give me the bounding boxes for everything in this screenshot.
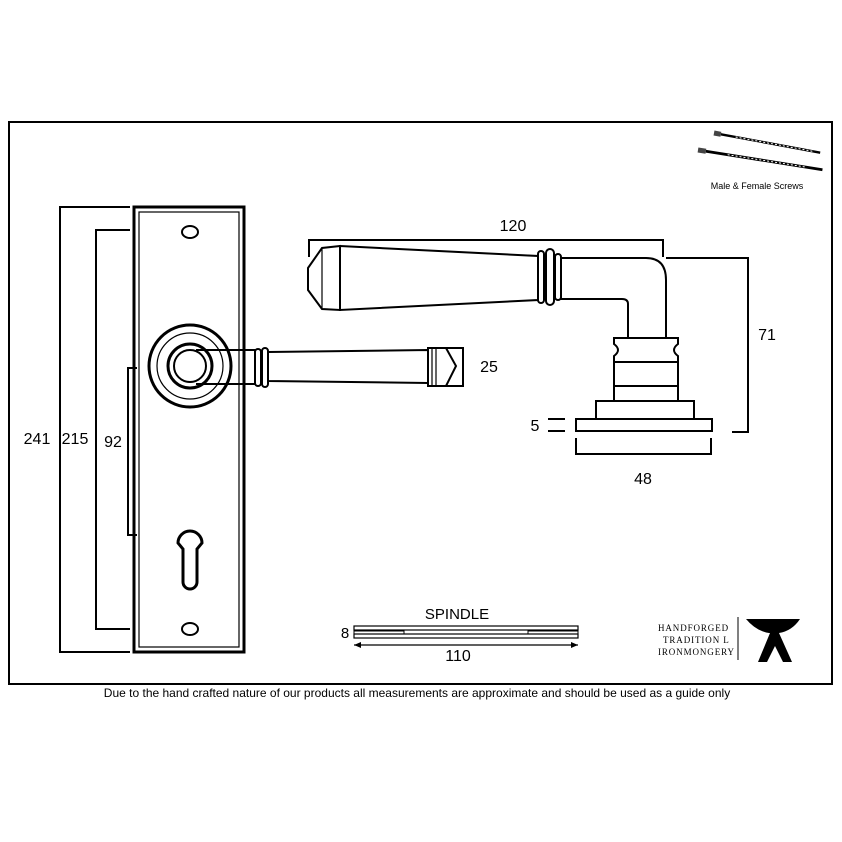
dim-rose-width: 48 xyxy=(634,471,652,488)
logo-line-2: TRADITION L xyxy=(663,635,730,645)
dim-lever-projection: 120 xyxy=(500,218,527,235)
drawing-frame xyxy=(8,121,833,685)
dim-handle-depth: 71 xyxy=(758,327,776,344)
screws-label: Male & Female Screws xyxy=(711,181,804,191)
dim-overall-height: 241 xyxy=(24,431,51,448)
spindle-label: SPINDLE xyxy=(425,606,489,623)
screws-illustration: Male & Female Screws xyxy=(697,130,823,191)
dim-centres: 92 xyxy=(104,434,122,451)
dim-rose-thickness: 5 xyxy=(531,418,540,435)
dim-spindle-length: 110 xyxy=(445,648,471,665)
spindle-diagram xyxy=(353,625,579,648)
dim-spindle-thickness: 8 xyxy=(341,625,349,642)
dim-lever-height: 25 xyxy=(480,359,498,376)
logo-line-1: HANDFORGED xyxy=(658,623,729,633)
bottom-screw-hole xyxy=(181,622,199,636)
lever-side-view xyxy=(307,244,713,432)
disclaimer-note: Due to the hand crafted nature of our pr… xyxy=(104,686,730,700)
top-screw-hole xyxy=(181,225,199,239)
dimension-lines xyxy=(59,206,749,653)
dim-inner-height: 215 xyxy=(62,431,89,448)
anvil-icon xyxy=(746,619,800,662)
backplate-front-view xyxy=(132,205,246,654)
lever-front-view xyxy=(147,323,458,409)
logo-line-3: IRONMONGERY xyxy=(658,647,735,657)
euro-keyhole xyxy=(176,529,204,591)
brand-logo: HANDFORGED TRADITION L IRONMONGERY xyxy=(658,617,800,662)
